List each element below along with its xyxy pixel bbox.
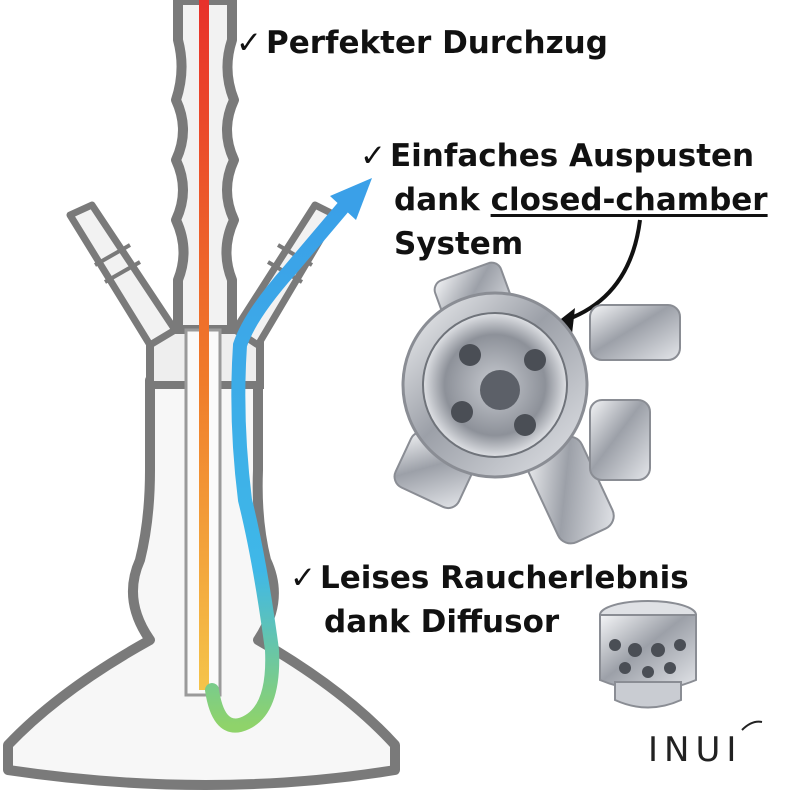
feature-line: dank closed-chamber (360, 185, 768, 229)
smoke-flow-hot (199, 0, 209, 690)
diffusor-part (599, 600, 697, 709)
feature-text: dank (394, 182, 491, 218)
feature-quiet-smoking: ✓Leises Raucherlebnis dank Diffusor (290, 563, 689, 651)
smoke-flow-cool (205, 198, 352, 733)
feature-perfect-draw: ✓Perfekter Durchzug (236, 28, 608, 59)
feature-line: ✓Leises Raucherlebnis (290, 563, 689, 607)
feature-line: System (360, 229, 768, 273)
feature-line: ✓Einfaches Auspusten (360, 141, 768, 185)
feature-text: dank Diffusor (324, 604, 560, 640)
feature-text-emphasis: closed-chamber (490, 182, 768, 218)
feature-text: Perfekter Durchzug (265, 25, 608, 61)
checkmark-icon: ✓ (290, 560, 316, 596)
inui-logo-icon (741, 720, 763, 731)
callout-arrow-icon (559, 219, 642, 324)
checkmark-icon: ✓ (360, 138, 386, 174)
left-hose-port (66, 201, 179, 349)
feature-text: Einfaches Auspusten (389, 138, 755, 174)
closed-chamber-head (393, 261, 681, 545)
feature-line: dank Diffusor (290, 607, 689, 651)
feature-easy-blowout: ✓Einfaches Auspusten dank closed-chamber… (360, 141, 768, 273)
brand-logo: INUI (648, 730, 743, 770)
checkmark-icon: ✓ (236, 25, 262, 61)
feature-text: Leises Raucherlebnis (319, 560, 689, 596)
feature-text: System (394, 226, 524, 262)
arrow-up-right-icon (330, 178, 372, 220)
